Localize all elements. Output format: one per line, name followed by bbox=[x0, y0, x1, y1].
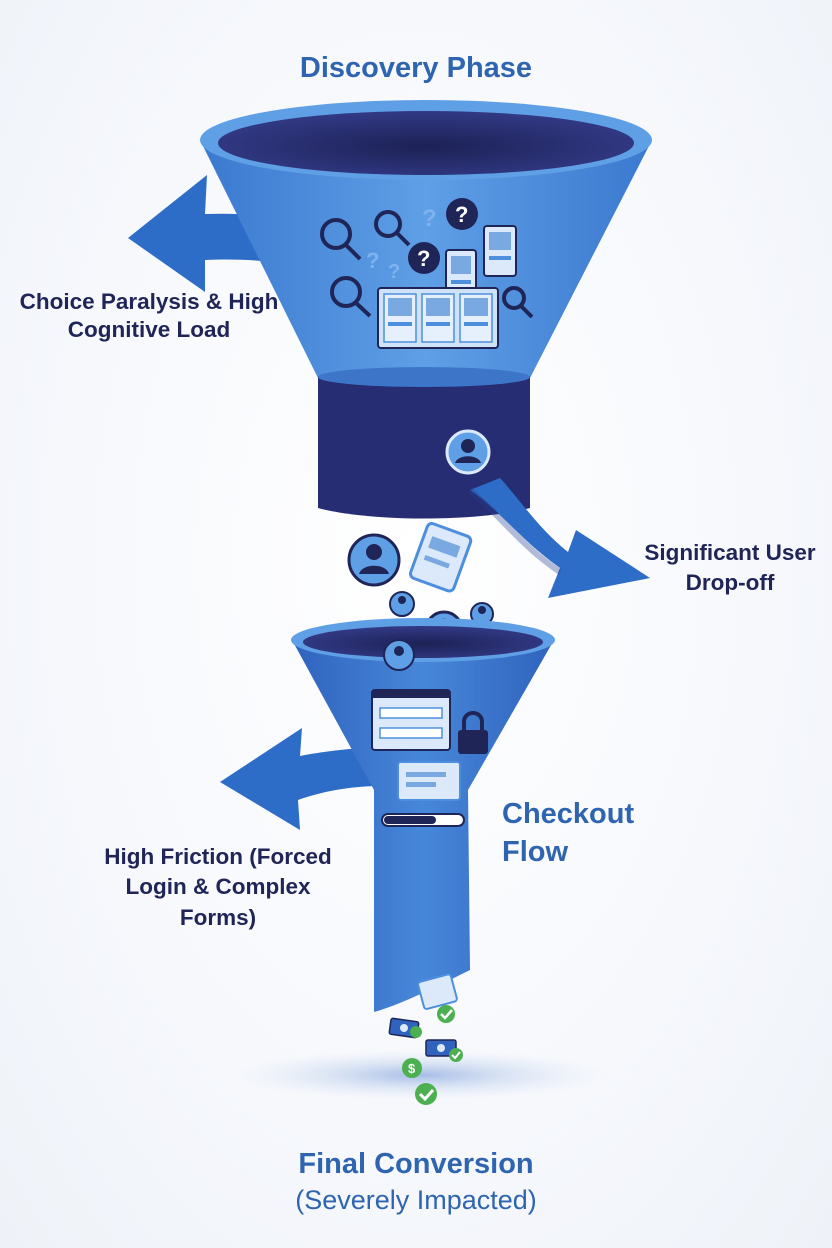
floor-shadow bbox=[230, 1049, 610, 1101]
progress-bar-icon bbox=[381, 813, 465, 827]
question-mark-icon: ? bbox=[388, 261, 400, 283]
question-mark-icon: ? bbox=[422, 205, 437, 232]
checkmark-icon bbox=[410, 1026, 422, 1038]
svg-text:?: ? bbox=[417, 246, 430, 271]
user-avatar-icon bbox=[445, 429, 491, 475]
dollar-coin-icon: $ bbox=[402, 1058, 422, 1078]
product-grid-panel bbox=[377, 287, 499, 349]
lower-funnel-mouth bbox=[303, 626, 543, 658]
magnifier-icon bbox=[502, 286, 534, 319]
final-conversion-subtitle: (Severely Impacted) bbox=[295, 1185, 537, 1215]
question-mark-icon: ? bbox=[408, 242, 440, 274]
choice-paralysis-label: Choice Paralysis & High Cognitive Load bbox=[19, 289, 279, 343]
checkmark-icon bbox=[437, 1005, 455, 1023]
final-conversion-title: Final Conversion bbox=[298, 1148, 534, 1180]
checkmark-icon bbox=[449, 1048, 463, 1062]
question-mark-icon: ? bbox=[446, 198, 478, 230]
dropoff-arrow-bottom-left bbox=[220, 728, 380, 830]
magnifier-icon bbox=[374, 210, 411, 247]
lock-icon bbox=[458, 711, 488, 754]
svg-text:?: ? bbox=[455, 202, 468, 227]
form-window-icon bbox=[371, 689, 451, 751]
discovery-phase-title: Discovery Phase bbox=[299, 52, 533, 84]
svg-text:$: $ bbox=[408, 1061, 416, 1076]
magnifier-icon bbox=[330, 276, 372, 318]
payment-card-icon bbox=[397, 761, 461, 801]
user-dropoff-label: Significant User Drop-off bbox=[644, 540, 816, 595]
payment-card-icon bbox=[408, 522, 473, 593]
user-avatar-icon bbox=[389, 591, 415, 617]
dropoff-arrow-right bbox=[470, 478, 650, 598]
upper-funnel bbox=[200, 100, 652, 519]
user-avatar-icon bbox=[347, 533, 401, 587]
upper-funnel-mouth bbox=[218, 111, 634, 175]
checkmark-icon bbox=[415, 1083, 437, 1105]
product-card-icon bbox=[483, 225, 517, 277]
question-mark-icon: ? bbox=[366, 248, 379, 273]
high-friction-label: High Friction (Forced Login & Complex Fo… bbox=[104, 844, 332, 930]
user-avatar-icon bbox=[383, 639, 415, 671]
upper-funnel-neck bbox=[318, 376, 530, 519]
dropoff-arrow-top-left bbox=[128, 175, 320, 292]
conversion-icons: $ bbox=[388, 973, 463, 1105]
magnifier-icon bbox=[320, 218, 362, 261]
checkout-flow-title: Checkout Flow bbox=[502, 798, 635, 868]
discovery-icons: ? ? ? ? ? bbox=[320, 198, 534, 475]
checkout-icons bbox=[371, 689, 488, 827]
payment-card-icon bbox=[417, 973, 458, 1010]
